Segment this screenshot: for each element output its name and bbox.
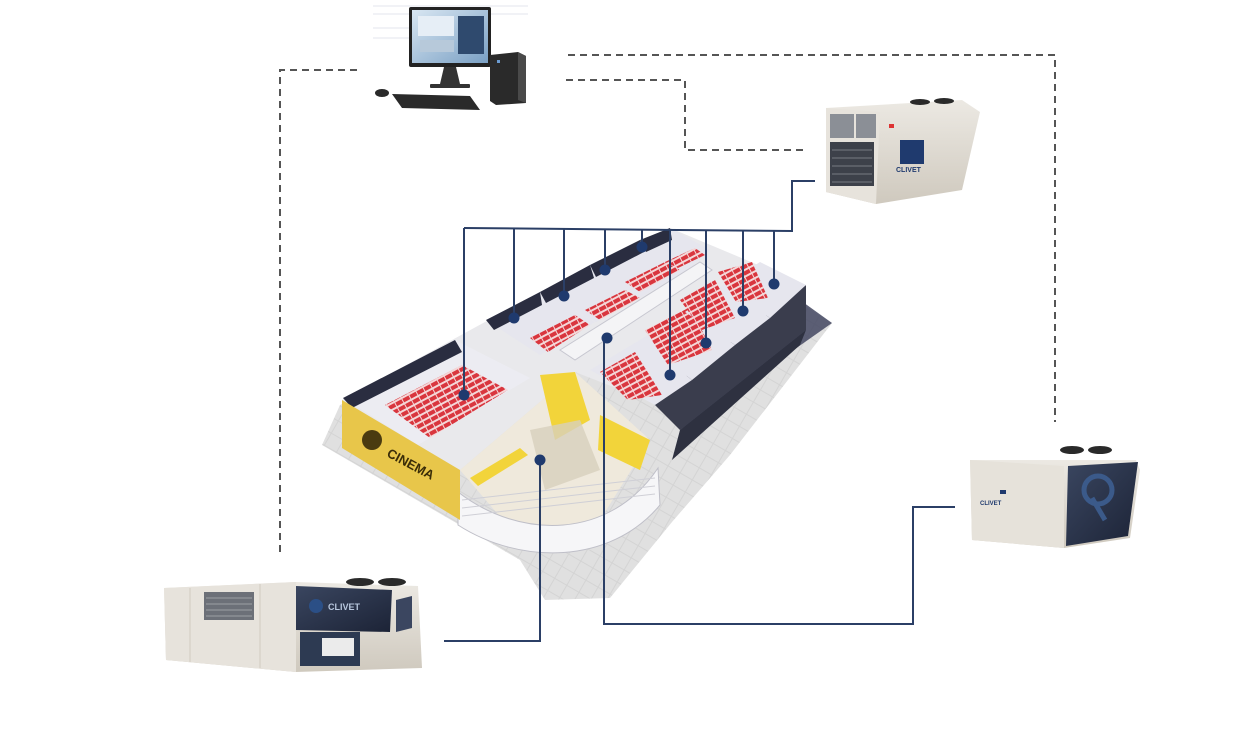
zone-dot-icon xyxy=(508,312,520,324)
zone-dot-icon xyxy=(458,389,470,401)
screen-room-3 xyxy=(540,265,645,322)
dashed-links xyxy=(279,54,1056,555)
zone-dot-icon xyxy=(700,337,712,349)
zone-dot-icon xyxy=(664,369,676,381)
rooftop-unit: CLIVET xyxy=(826,98,980,204)
cinema-sign-wall xyxy=(342,400,460,520)
link-large-unit-to-foyer xyxy=(444,460,541,642)
zone-dot-icon xyxy=(636,241,648,253)
condenser-brand: CLIVET xyxy=(980,501,1002,507)
cinema-logo-icon xyxy=(362,430,382,450)
link-workstation-to-large-unit xyxy=(279,69,357,555)
zone-dot-icon xyxy=(737,305,749,317)
link-condenser-to-corridor xyxy=(603,338,955,625)
screen-room-6 xyxy=(590,340,692,405)
large-rooftop-unit: CLIVET xyxy=(164,578,422,672)
screen-room-1 xyxy=(343,340,530,445)
zone-dot-icon xyxy=(599,264,611,276)
link-workstation-to-condenser xyxy=(568,54,1056,422)
screen-room-7 xyxy=(640,307,735,380)
facade-curve xyxy=(457,466,661,554)
foyer xyxy=(460,372,650,540)
link-workstation-to-rooftop xyxy=(566,79,805,151)
zone-markers xyxy=(458,241,780,466)
rooftop-grille-icon xyxy=(830,142,874,186)
bus-rooftop-to-screens xyxy=(463,180,815,233)
solid-links xyxy=(444,180,955,642)
projection-corridor xyxy=(559,261,713,361)
screen-room-5 xyxy=(640,228,710,268)
workstation xyxy=(373,5,528,110)
large-unit-coil-icon xyxy=(296,586,392,632)
zone-dot-icon xyxy=(534,454,546,466)
zone-dot-icon xyxy=(768,278,780,290)
zone-dot-icon xyxy=(558,290,570,302)
air-cooled-unit: CLIVET xyxy=(970,446,1140,548)
zone-dot-icon xyxy=(601,332,613,344)
rooftop-brand: CLIVET xyxy=(896,167,922,174)
large-unit-brand: CLIVET xyxy=(328,602,361,612)
cinema-building: CINEMA xyxy=(342,228,806,554)
